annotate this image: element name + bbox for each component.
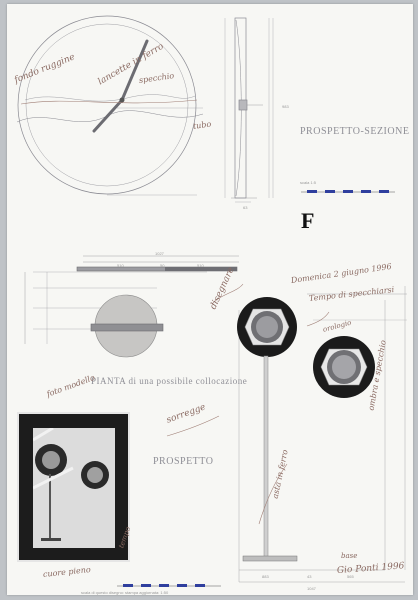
photo-insert: [17, 412, 130, 562]
dim-section-base: 63: [243, 205, 248, 210]
dim-elev-mid: 43: [307, 574, 312, 579]
dim-elev-total: 1047: [307, 586, 316, 591]
scale-note: scala 1:5: [300, 180, 317, 185]
title-prospetto-sezione: PROSPETTO-SEZIONE: [300, 126, 410, 137]
scale-bar-top: [301, 190, 395, 193]
title-pianta: PIANTA di una possibile collocazione: [91, 376, 248, 386]
dim-plan-left: 510: [117, 263, 124, 268]
dim-section-height: 983: [282, 104, 289, 109]
clock-section: [224, 17, 274, 203]
dim-elev-left: 883: [262, 574, 269, 579]
clock-hands: [92, 39, 149, 133]
elevation-view: [237, 286, 407, 583]
pencil-strokes: [20, 99, 330, 525]
scale-bar-bottom: [117, 584, 221, 587]
sheet-letter: F: [301, 208, 315, 233]
drawing-sheet: PROSPETTO-SEZIONE PIANTA di una possibil…: [7, 4, 413, 595]
clock-elevation: [16, 15, 204, 196]
plan-view: [24, 255, 239, 358]
photo-image: [32, 426, 115, 548]
dim-plan-right: 510: [197, 263, 204, 268]
bottom-note: scala di questo disegno: stampa aggiorna…: [81, 590, 169, 595]
dim-plan-mid: 50: [160, 263, 165, 268]
title-prospetto: PROSPETTO: [153, 456, 214, 467]
handwriting-12: base: [341, 552, 358, 560]
photo-frame: [32, 426, 115, 548]
dim-elev-right: 565: [347, 574, 354, 579]
dim-plan-total: 1027: [155, 251, 164, 256]
technical-drawing: [16, 15, 407, 587]
